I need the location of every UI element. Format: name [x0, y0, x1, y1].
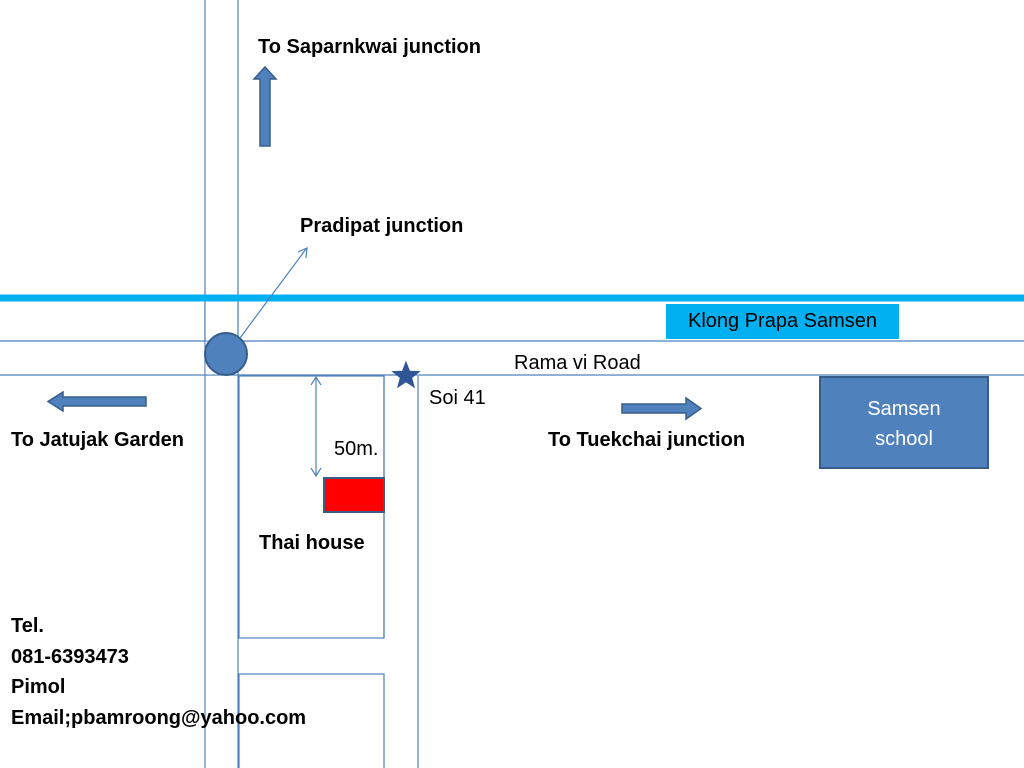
soi-41-label: Soi 41 [429, 387, 486, 409]
distance-label: 50m. [334, 438, 379, 460]
rama-vi-road-label: Rama vi Road [514, 352, 641, 374]
school-name-line1: Samsen [867, 398, 941, 420]
contact-name: Pimol [11, 676, 66, 698]
junction-pointer-arrowhead [297, 247, 308, 259]
arrow-right-icon [621, 396, 703, 421]
contact-info: Tel. 081-6393473 Pimol Email;pbamroong@y… [11, 611, 306, 733]
pradipat-junction-marker [204, 332, 248, 376]
block-outline [238, 673, 385, 768]
distance-arrowhead-top [310, 375, 322, 386]
distance-arrowhead-bottom [310, 467, 322, 478]
star-icon [391, 360, 421, 389]
contact-tel-label: Tel. [11, 615, 44, 637]
pradipat-junction-label: Pradipat junction [300, 215, 464, 237]
contact-phone: 081-6393473 [11, 645, 129, 668]
to-jatujak-label: To Jatujak Garden [11, 429, 185, 451]
canal-label: Klong Prapa Samsen [666, 304, 899, 339]
contact-email: Email;pbamroong@yahoo.com [11, 706, 307, 729]
thai-house-marker [323, 477, 385, 513]
junction-pointer-line [239, 248, 307, 339]
to-saparnkwai-label: To Saparnkwai junction [258, 36, 481, 58]
arrow-left-icon [46, 390, 147, 413]
arrow-up-icon [252, 65, 278, 147]
thai-house-label: Thai house [259, 532, 365, 554]
samsen-school-box: Samsen school [819, 376, 989, 469]
to-tuekchai-label: To Tuekchai junction [548, 429, 746, 451]
canal-label-text: Klong Prapa Samsen [687, 310, 877, 332]
school-name-line2: school [875, 428, 933, 450]
